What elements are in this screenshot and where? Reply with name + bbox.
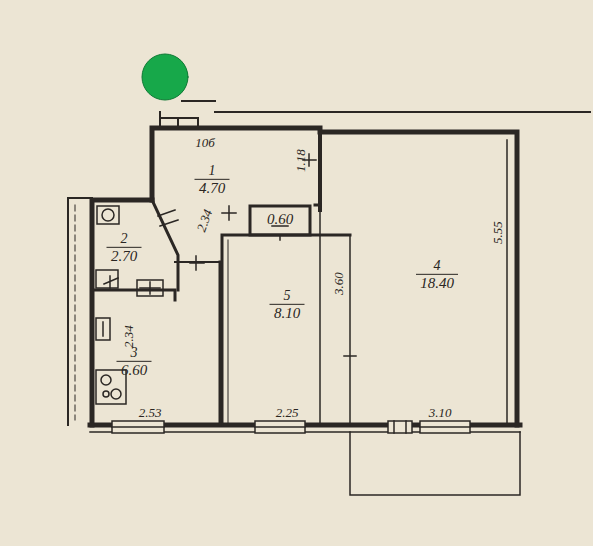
dimension: 2.25: [276, 406, 299, 419]
room-number: 5: [270, 288, 305, 305]
room-area-value: 18.40: [416, 275, 458, 292]
room-area: 36.60: [113, 343, 156, 381]
room-area-value: 2.70: [107, 248, 142, 265]
room-area: 0.60: [259, 209, 302, 230]
dimension: 5.55: [491, 221, 504, 244]
dimension: 2.53: [139, 406, 162, 419]
room-number: 1: [195, 163, 230, 180]
room-area: 58.10: [266, 286, 309, 324]
dimension: 3.60: [332, 272, 345, 295]
room-area: 418.40: [412, 256, 462, 294]
dimension: 1.18: [294, 149, 307, 172]
window: [112, 421, 470, 433]
room-area: 22.70: [103, 229, 146, 267]
dimension: 2.34: [194, 207, 214, 233]
dimension: 2.34: [122, 325, 135, 348]
room-number: 3: [117, 345, 152, 362]
room-area-value: 4.70: [195, 180, 230, 197]
room-area-value: 0.60: [263, 211, 298, 228]
room-number: 4: [416, 258, 458, 275]
dimension: 10б: [195, 136, 215, 149]
fixture: [96, 206, 163, 296]
dimension: 3.10: [429, 406, 452, 419]
room-number: 2: [107, 231, 142, 248]
room-area: 14.70: [191, 161, 234, 199]
entrance-marker: [142, 54, 188, 100]
room-area-value: 6.60: [117, 362, 152, 379]
room-area-value: 8.10: [270, 305, 305, 322]
